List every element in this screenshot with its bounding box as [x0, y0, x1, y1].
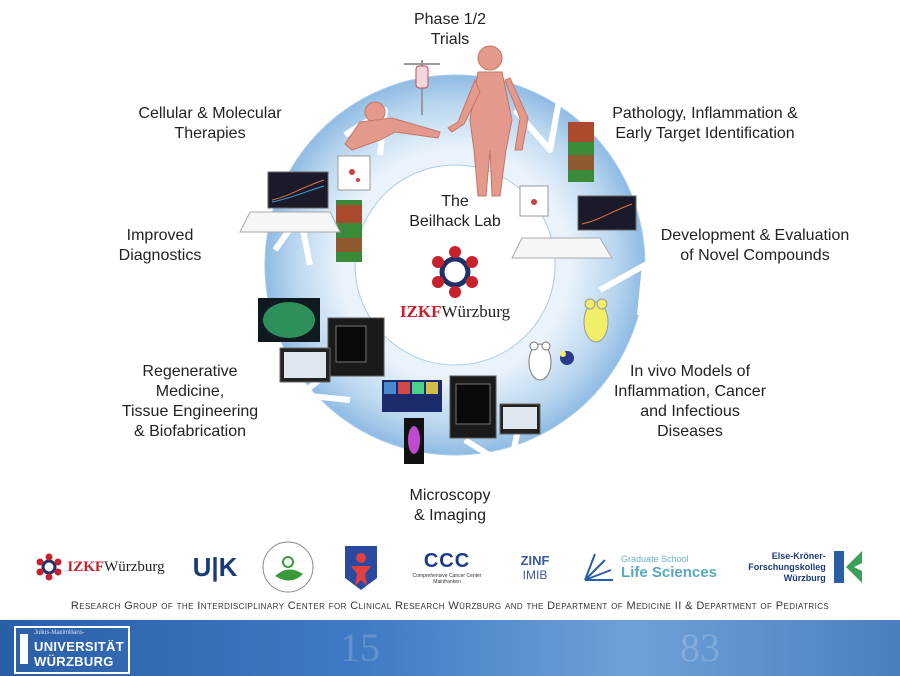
university-logo-small: Julius-Maximilians-	[34, 630, 85, 636]
label-diagnostics: Improved Diagnostics	[118, 227, 202, 264]
ukw-logo-text: U|K	[192, 551, 238, 582]
izkf-logo-rest: Würzburg	[104, 558, 165, 575]
pediatrics-logo-icon	[345, 546, 377, 590]
cycle-arrow-3	[463, 419, 523, 471]
graduate-school-logo-icon	[584, 553, 614, 581]
microscope-image-icon	[258, 298, 320, 342]
izkf-logo-icon	[36, 553, 62, 581]
izkf-logo-red: IZKF	[67, 558, 105, 575]
university-logo[interactable]: Julius-Maximilians- UNIVERSITÄT WÜRZBURG	[14, 626, 130, 674]
graduate-school-logo: Graduate School Life Sciences	[574, 538, 724, 596]
zinf-imib-logo: ZINF IMIB	[510, 538, 560, 596]
cycle-arrow-2	[598, 262, 648, 316]
ccc-logo-subtitle: Comprehensive Cancer Center Mainfranken	[412, 572, 482, 585]
label-regenerative: Regenerative Medicine, Tissue Engineerin…	[121, 363, 259, 440]
university-logo-line1: UNIVERSITÄT	[34, 639, 124, 654]
partner-logos: IZKFWürzburg U|K CCC Comprehensive Cance…	[0, 538, 900, 598]
heatmap-icon-2	[336, 200, 362, 262]
ccc-logo-text: CCC	[423, 549, 471, 572]
zinf-logo-text: ZINF	[520, 552, 550, 568]
cycle-wheel	[239, 45, 648, 471]
university-logo-bar	[20, 634, 28, 664]
iv-drip-icon	[404, 60, 440, 115]
qpcr-monitor-icon	[239, 171, 341, 233]
izkf-center-logo-text: IZKFWürzburg	[365, 302, 545, 322]
patient-icon	[344, 101, 441, 151]
footer-banner: 15 83 Julius-Maximilians- UNIVERSITÄT WÜ…	[0, 620, 900, 676]
medklinik-logo	[258, 538, 318, 596]
mouse-icon	[528, 298, 609, 381]
izkf-logo: IZKFWürzburg	[30, 538, 170, 596]
ekfk-logo-text: Else-Kröner- Forschungskolleg Würzburg	[748, 550, 826, 583]
label-microscopy: Microscopy & Imaging	[409, 487, 491, 524]
label-phase-trials: Phase 1/2 Trials	[413, 11, 487, 48]
life-sciences-label: Life Sciences	[621, 563, 717, 581]
footer-decoration: 15	[340, 625, 380, 670]
ccc-logo: CCC Comprehensive Cancer Center Mainfran…	[402, 538, 492, 596]
center-title: The Beilhack Lab	[409, 193, 501, 230]
scatter-plot-icon	[337, 155, 549, 217]
izkf-center-logo-red: IZKF	[399, 302, 442, 321]
university-logo-line2: WÜRZBURG	[34, 654, 114, 669]
imaging-device-icon	[279, 317, 541, 439]
human-figure-icon	[447, 45, 529, 197]
footer-decoration-2: 83	[680, 625, 720, 670]
pediatrics-logo	[336, 538, 386, 596]
ekfk-logo: Else-Kröner- Forschungskolleg Würzburg	[736, 538, 876, 596]
label-invivo-models: In vivo Models of Inflammation, Cancer a…	[613, 363, 767, 440]
izkf-center-logo-icon	[432, 246, 478, 298]
qpcr-monitor-icon-2	[511, 195, 637, 259]
imib-logo-text: IMIB	[522, 567, 548, 582]
graduate-school-label: Graduate School	[621, 553, 689, 564]
research-group-tagline: Research Group of the Interdisciplinary …	[70, 600, 830, 612]
medklinik-logo-icon	[262, 541, 314, 593]
image-grid-icon	[382, 380, 442, 464]
ekfk-logo-icon	[833, 551, 862, 583]
label-development: Development & Evaluation of Novel Compou…	[660, 227, 850, 264]
izkf-center-logo-rest: Würzburg	[441, 302, 511, 321]
label-cellular-therapies: Cellular & Molecular Therapies	[138, 105, 282, 142]
label-pathology: Pathology, Inflammation & Early Target I…	[612, 105, 798, 142]
heatmap-icon	[568, 122, 594, 182]
ukw-logo: U|K	[190, 538, 240, 596]
